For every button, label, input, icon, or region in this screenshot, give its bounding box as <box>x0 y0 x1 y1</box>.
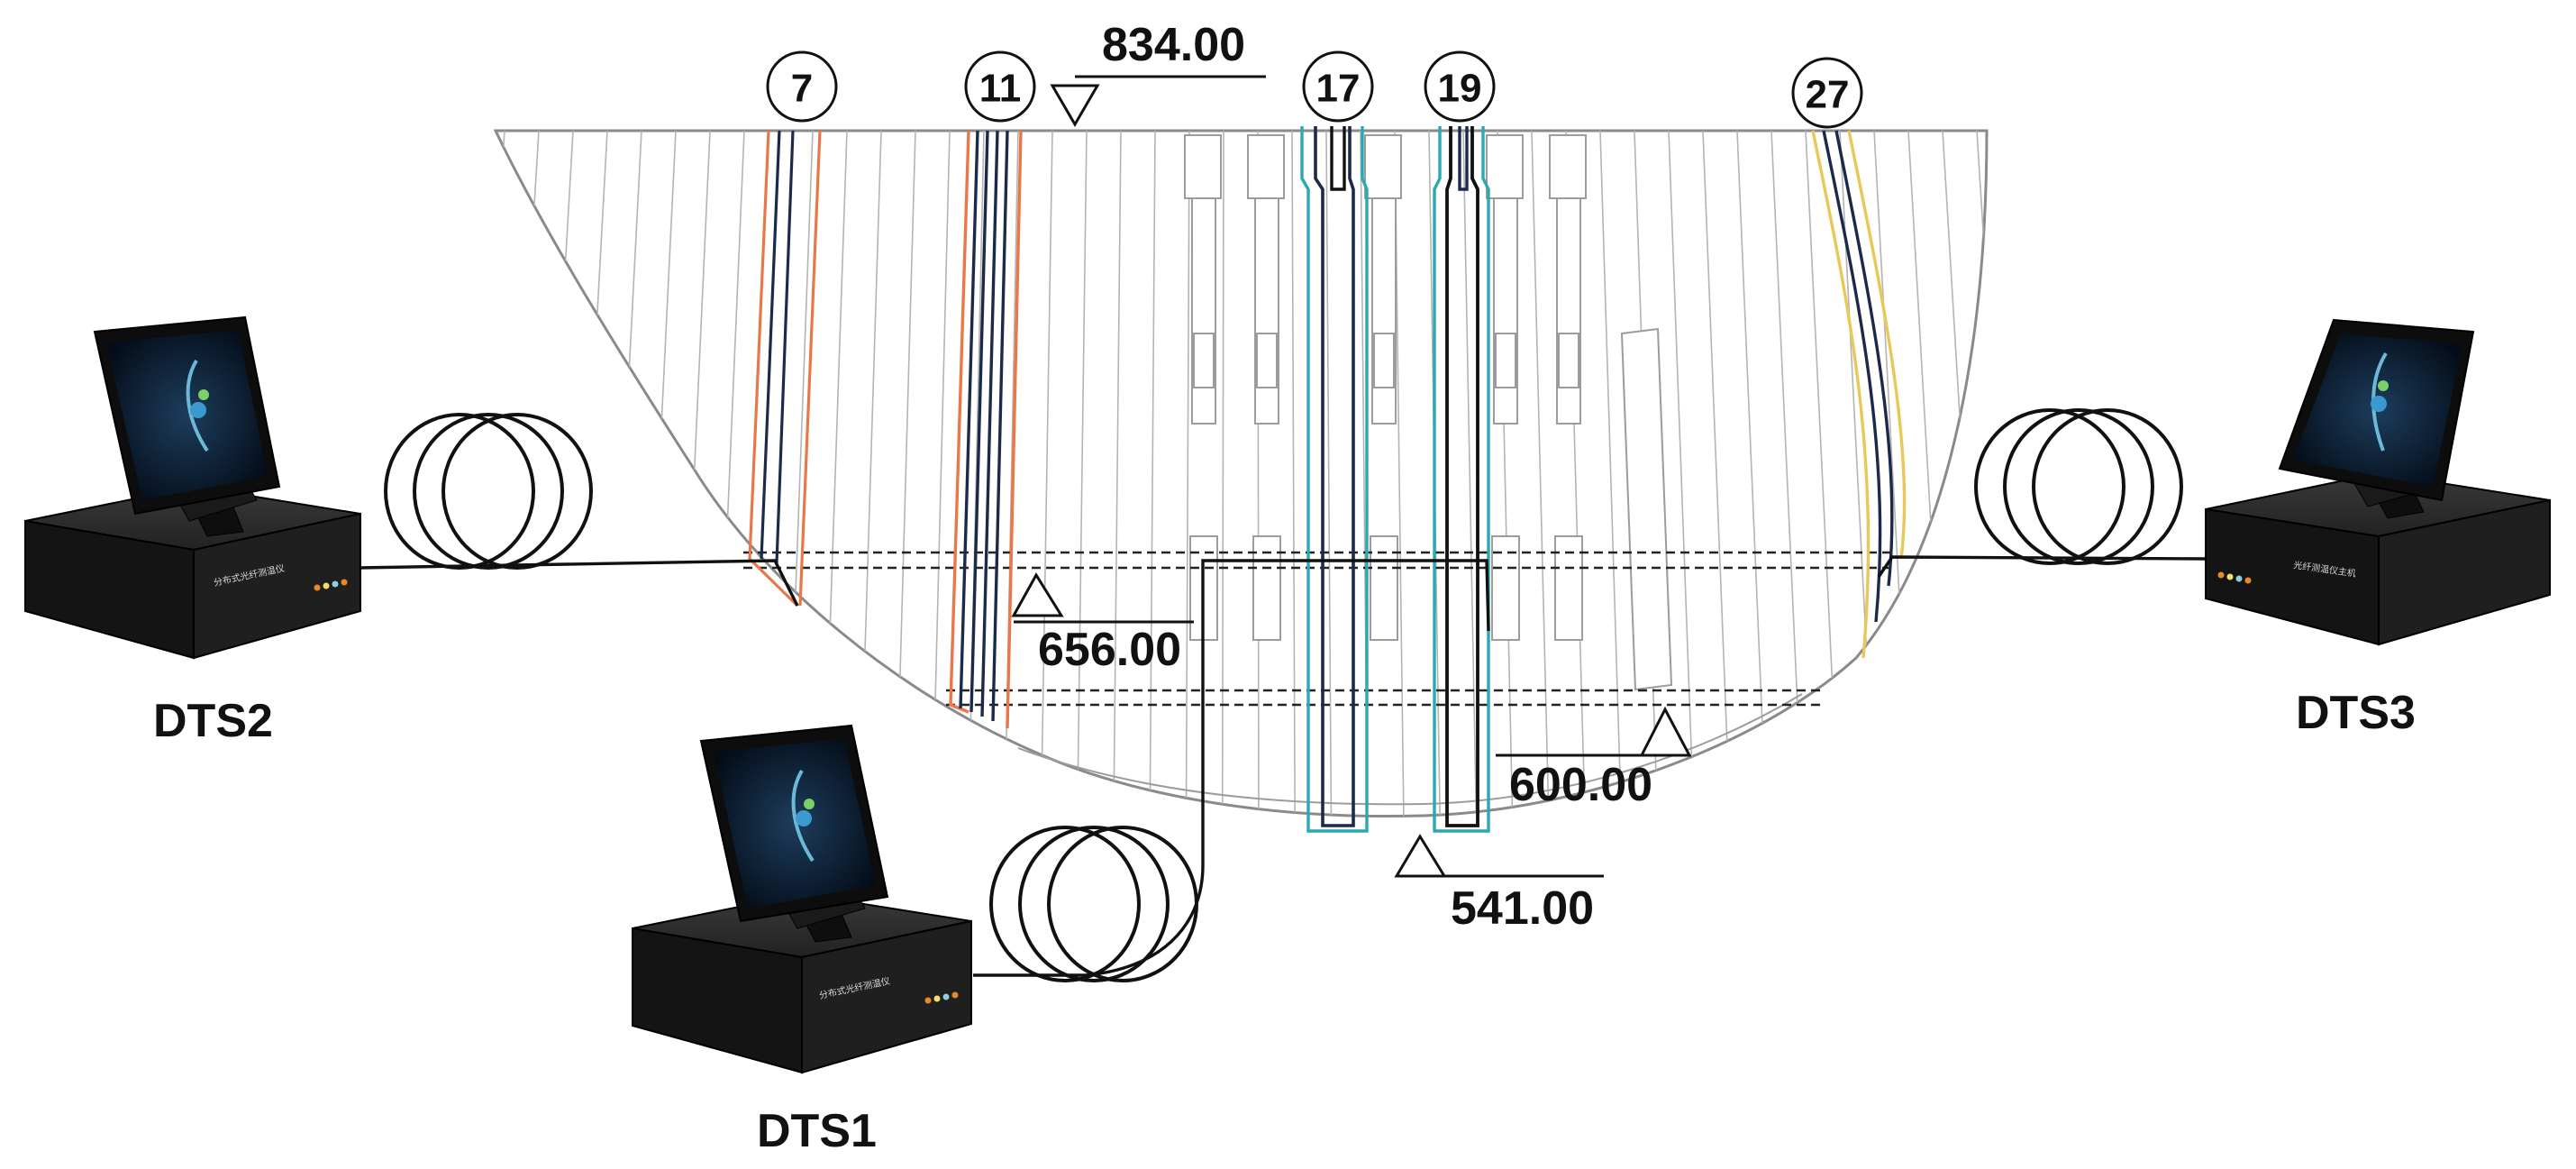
dam-gate-slot <box>1495 333 1516 388</box>
dts3-fiber-route <box>1877 555 2207 578</box>
dam-joint-line <box>1221 131 1224 817</box>
elevation-marker-crest: 834.00 <box>1050 19 1266 127</box>
elevation-label-middle: 656.00 <box>1038 624 1181 676</box>
section-circle-27: 27 <box>1791 57 1863 129</box>
dam-penstock-shaft <box>1254 197 1279 425</box>
dts3-host-unit: 光纤测温仪主机 <box>2205 471 2551 646</box>
dam-gate-slot <box>1256 333 1278 388</box>
section-number-7: 7 <box>791 67 813 111</box>
dam-penstock-shaft <box>1371 197 1397 425</box>
dam-penstock-shaft <box>1556 197 1581 425</box>
dam-joint-line <box>1531 131 1550 817</box>
dam-joint-line <box>1462 131 1478 817</box>
dts1-fiber-route <box>973 559 1490 977</box>
dam-penstock-shaft <box>1493 197 1518 425</box>
dts2-indicator-lights <box>314 579 348 591</box>
dam-joint-line <box>1702 131 1732 817</box>
dam-joint-line <box>1149 131 1156 817</box>
dts2-monitor <box>93 315 281 537</box>
dam-joint-line <box>1040 131 1053 817</box>
elevation-label-base: 541.00 <box>1451 882 1594 935</box>
dam-body <box>493 129 1989 818</box>
dts2-screen-graphic <box>186 359 209 452</box>
dam-joint-line <box>1185 131 1190 817</box>
dam-inner-base-line <box>1017 693 1803 806</box>
elevation-label-lower: 600.00 <box>1509 759 1652 811</box>
dts1-device: 分布式光纤测温仪 DTS1 <box>632 724 972 1157</box>
dam-intake-block <box>1184 134 1222 199</box>
section-number-19: 19 <box>1438 67 1482 111</box>
section-11-cables <box>949 130 1023 729</box>
section-number-11: 11 <box>979 67 1022 111</box>
section-19-cables <box>1433 126 1490 833</box>
dts1-label: DTS1 <box>757 1105 877 1157</box>
dts1-indicator-lights <box>924 991 959 1004</box>
dts2-label: DTS2 <box>153 695 273 747</box>
dam-intake-block <box>1247 134 1285 199</box>
section-7-cables <box>748 130 822 607</box>
fiber-coil-dts1 <box>989 826 1198 982</box>
dam-intake-block <box>1549 134 1587 199</box>
dam-spillway-slot <box>1620 327 1673 691</box>
dam-joint-line <box>1113 131 1122 817</box>
section-circle-17: 17 <box>1302 50 1374 123</box>
elevation-marker-lower: 600.00 <box>1496 706 1692 811</box>
section-number-27: 27 <box>1806 73 1850 117</box>
dam-gate-slot <box>1193 333 1215 388</box>
elevation-marker-base: 541.00 <box>1394 834 1604 935</box>
dam-joint-line <box>1736 131 1768 817</box>
dam-joint-line <box>1076 131 1088 817</box>
dts3-monitor <box>2278 318 2475 519</box>
dam-joint-line <box>1291 131 1297 817</box>
dam-penstock-shaft <box>1191 197 1216 425</box>
dam-joint-line <box>1599 131 1623 817</box>
dam-gate-slot <box>1558 333 1579 388</box>
dts2-fiber-route <box>358 559 799 607</box>
fiber-coil-dts2 <box>384 413 593 570</box>
dts1-host-unit: 分布式光纤测温仪 <box>632 892 972 1074</box>
dam-joint-line <box>1976 131 1987 817</box>
section-number-17: 17 <box>1316 67 1361 111</box>
dam-intake-block <box>1486 134 1524 199</box>
section-27-cables <box>1811 130 1907 659</box>
elevation-lines <box>743 551 1892 707</box>
dam-outline <box>493 129 1989 818</box>
dts3-device: 光纤测温仪主机 DTS3 <box>2205 318 2551 739</box>
section-circle-7: 7 <box>766 50 838 123</box>
fiber-coil-dts3 <box>1974 408 2183 565</box>
dts2-host-unit: 分布式光纤测温仪 <box>24 485 361 660</box>
dts2-device: 分布式光纤测温仪 DTS2 <box>24 315 361 747</box>
section-circle-11: 11 <box>964 50 1036 123</box>
dam-joint-line <box>496 131 505 817</box>
dam-joint-line <box>1668 131 1696 817</box>
dts1-monitor <box>699 724 889 943</box>
section-17-cables <box>1300 126 1369 833</box>
dts3-label: DTS3 <box>2296 687 2416 739</box>
dam-gate-slot <box>1373 333 1395 388</box>
dam-joint-line <box>967 131 985 817</box>
dts3-indicator-lights <box>2217 571 2252 584</box>
dam-joint-line <box>1325 131 1333 817</box>
elevation-marker-middle: 656.00 <box>1011 572 1194 676</box>
elevation-label-crest: 834.00 <box>1102 19 1245 71</box>
section-circle-19: 19 <box>1424 50 1496 123</box>
dam-intake-block <box>1364 134 1402 199</box>
dts1-screen-graphic <box>791 769 815 863</box>
